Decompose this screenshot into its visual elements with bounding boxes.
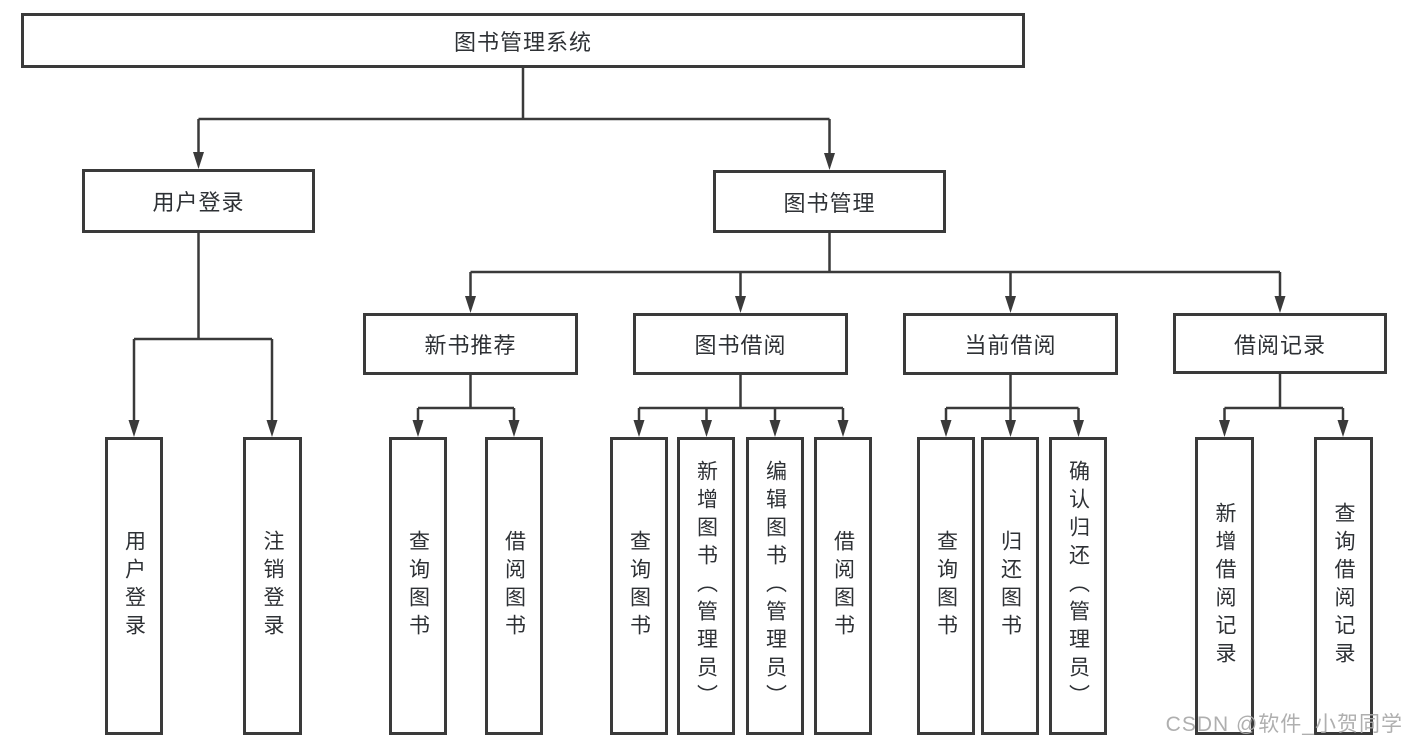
node-user-login: 用户登录 (82, 169, 315, 233)
watermark: CSDN @软件_小贺同学 (1165, 713, 1403, 736)
leaf-user-login: 用户登录 (105, 437, 163, 735)
leaf-query-books-recommend: 查询图书 (389, 437, 447, 735)
leaf-borrow-books-recommend: 借阅图书 (485, 437, 543, 735)
leaf-query-borrow-record: 查询借阅记录 (1314, 437, 1373, 735)
node-new-book-recommend: 新书推荐 (363, 313, 578, 375)
node-current-borrow: 当前借阅 (903, 313, 1118, 375)
leaf-return-book: 归还图书 (981, 437, 1039, 735)
leaf-add-borrow-record: 新增借阅记录 (1195, 437, 1254, 735)
leaf-query-books-current: 查询图书 (917, 437, 975, 735)
leaf-edit-book-admin: 编辑图书（管理员） (746, 437, 804, 735)
node-book-borrow: 图书借阅 (633, 313, 848, 375)
leaf-borrow-books-2: 借阅图书 (814, 437, 872, 735)
leaf-logout: 注销登录 (243, 437, 302, 735)
node-book-management: 图书管理 (713, 170, 946, 233)
leaf-query-books-borrow: 查询图书 (610, 437, 668, 735)
node-root: 图书管理系统 (21, 13, 1025, 68)
leaf-add-book-admin: 新增图书（管理员） (677, 437, 735, 735)
node-borrow-records: 借阅记录 (1173, 313, 1387, 374)
leaf-confirm-return-admin: 确认归还（管理员） (1049, 437, 1107, 735)
